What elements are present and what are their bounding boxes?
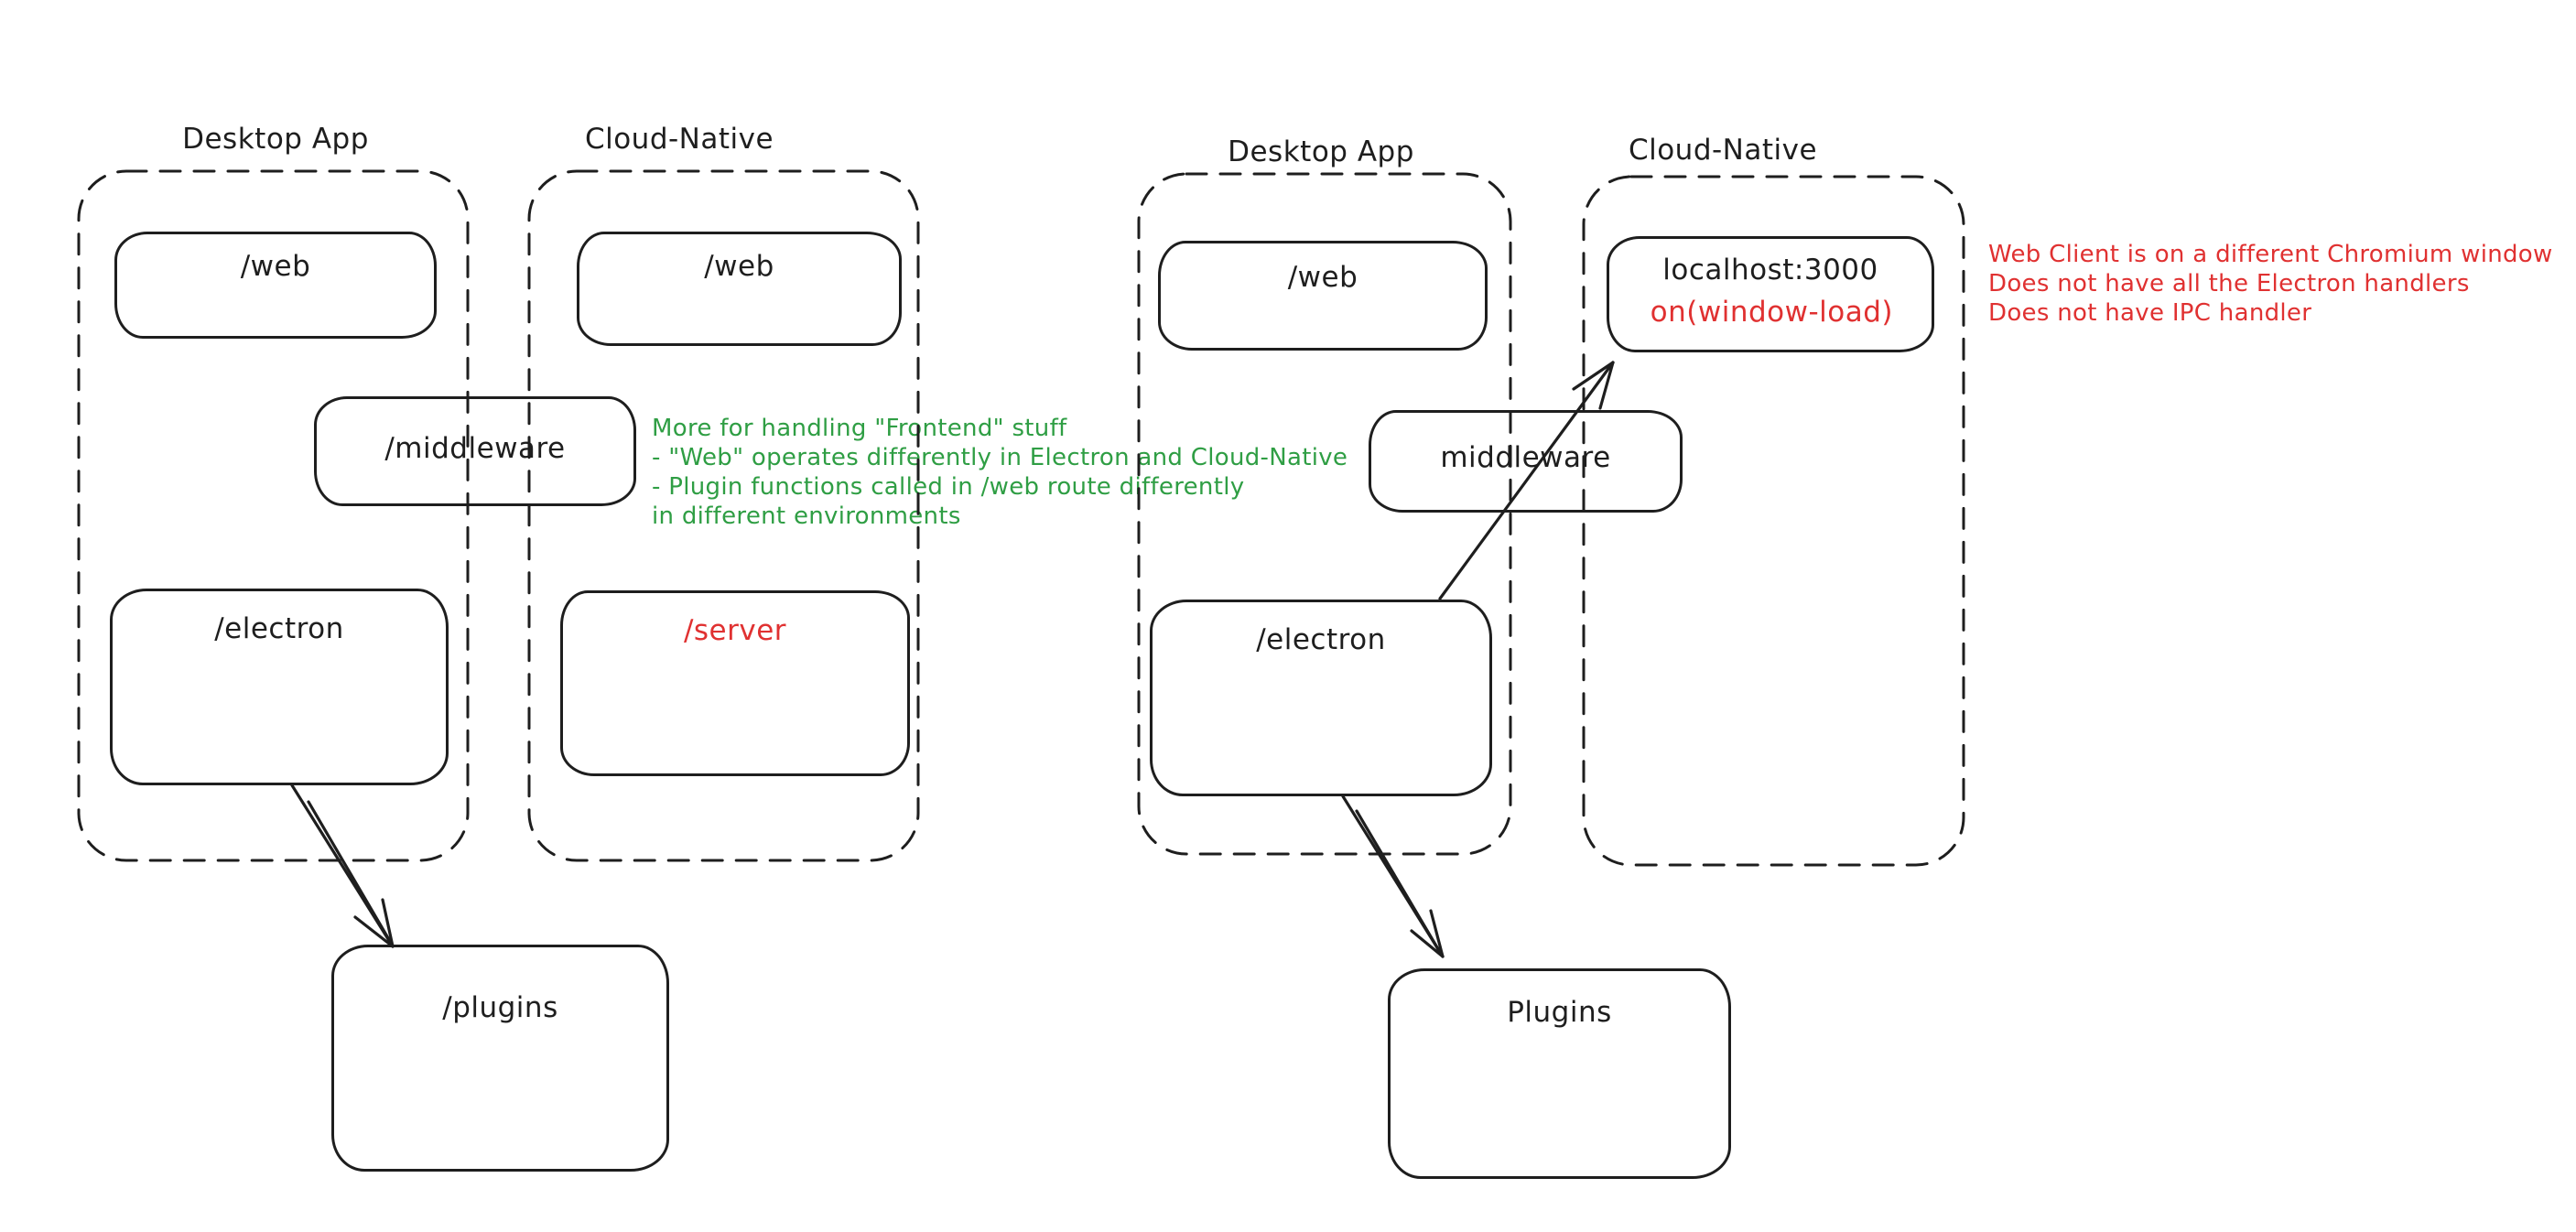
left-server-box-label: /server	[683, 614, 787, 647]
left-web-cloud-box: /web	[577, 232, 902, 346]
right-electron-to-plugins-arrow	[1341, 794, 1445, 958]
right-plugins-box-label: Plugins	[1507, 996, 1612, 1029]
green-note-line: - Plugin functions called in /web route …	[652, 473, 1245, 501]
green-note: More for handling "Frontend" stuff - "We…	[652, 414, 1348, 531]
left-web-desktop-box: /web	[114, 232, 437, 339]
right-cloud-native-label: Cloud-Native	[1628, 134, 1818, 167]
red-note: Web Client is on a different Chromium wi…	[1988, 240, 2553, 328]
left-web-cloud-box-label: /web	[704, 250, 774, 283]
left-middleware-box-label: /middleware	[384, 432, 566, 465]
right-desktop-app-label: Desktop App	[1228, 135, 1414, 168]
red-note-line: Web Client is on a different Chromium wi…	[1988, 241, 2553, 268]
right-web-box: /web	[1158, 241, 1488, 351]
right-localhost-box: localhost:3000 on(window-load)	[1607, 236, 1934, 352]
right-plugins-box: Plugins	[1388, 968, 1731, 1179]
right-electron-box: /electron	[1150, 600, 1492, 796]
right-web-box-label: /web	[1287, 261, 1358, 294]
green-note-line: in different environments	[652, 503, 961, 530]
right-localhost-box-event: on(window-load)	[1650, 296, 1893, 329]
left-plugins-box: /plugins	[331, 945, 669, 1172]
right-electron-box-label: /electron	[1256, 623, 1386, 656]
right-middleware-box-label: middleware	[1440, 441, 1611, 474]
left-desktop-app-label: Desktop App	[182, 123, 369, 156]
left-electron-to-plugins-arrow	[290, 784, 395, 948]
left-electron-box: /electron	[110, 589, 449, 785]
left-web-desktop-box-label: /web	[240, 250, 311, 283]
left-cloud-native-label: Cloud-Native	[584, 123, 774, 156]
green-note-line: More for handling "Frontend" stuff	[652, 415, 1067, 442]
left-server-box: /server	[560, 590, 910, 776]
left-middleware-box: /middleware	[314, 396, 636, 506]
red-note-line: Does not have IPC handler	[1988, 299, 2312, 327]
left-plugins-box-label: /plugins	[442, 991, 558, 1024]
right-localhost-box-title: localhost:3000	[1662, 254, 1878, 286]
left-electron-box-label: /electron	[214, 612, 344, 645]
green-note-line: - "Web" operates differently in Electron…	[652, 444, 1348, 471]
right-middleware-box: middleware	[1369, 410, 1683, 513]
red-note-line: Does not have all the Electron handlers	[1988, 270, 2470, 297]
